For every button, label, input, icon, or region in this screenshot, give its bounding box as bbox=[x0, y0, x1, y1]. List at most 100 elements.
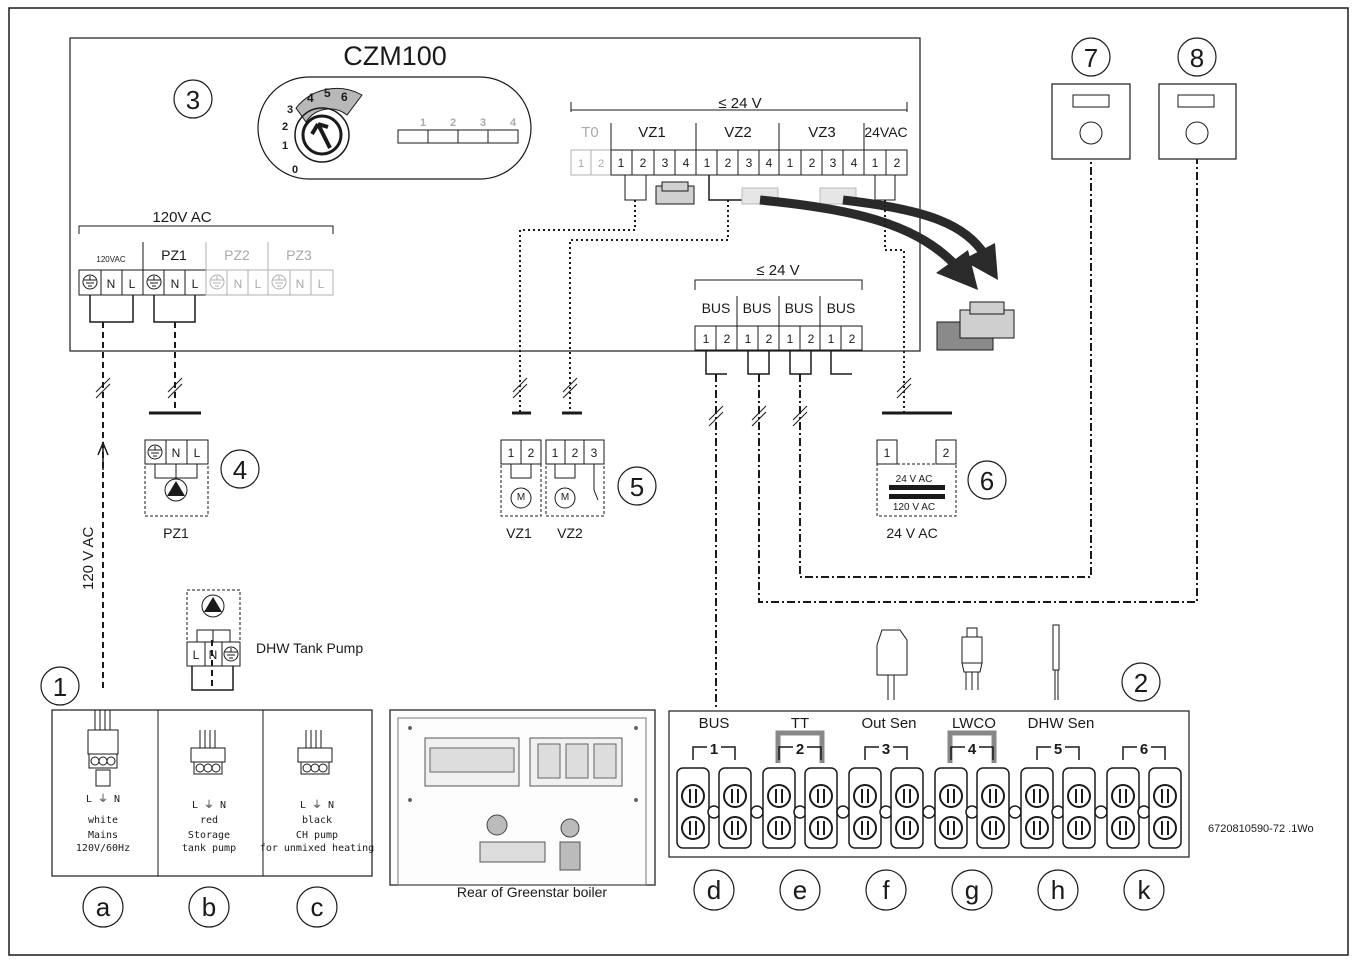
plug-table: 1 L ⏚ N white Mains 120V/60Hz L ⏚ N red … bbox=[40, 666, 374, 877]
screw-terminals bbox=[676, 767, 1182, 849]
svg-text:2: 2 bbox=[282, 121, 288, 133]
svg-text:1: 1 bbox=[710, 741, 718, 758]
screw-icon bbox=[1111, 784, 1135, 808]
svg-text:d: d bbox=[707, 875, 721, 905]
svg-text:PZ1: PZ1 bbox=[163, 525, 189, 541]
screw-slot bbox=[903, 821, 911, 835]
screw-slot bbox=[775, 821, 783, 835]
svg-text:≤ 24 V: ≤ 24 V bbox=[718, 95, 761, 112]
svg-text:L: L bbox=[255, 277, 262, 291]
screw-icon bbox=[895, 816, 919, 840]
ch-pump-plug: L ⏚ N black CH pump for unmixed heating bbox=[260, 730, 374, 854]
screw-icon bbox=[681, 816, 705, 840]
svg-text:4: 4 bbox=[233, 455, 247, 485]
svg-text:6: 6 bbox=[980, 466, 994, 496]
svg-text:TT: TT bbox=[791, 715, 809, 732]
outer-frame bbox=[8, 7, 1349, 956]
svg-text:VZ3: VZ3 bbox=[808, 124, 836, 141]
screw-slot bbox=[1075, 821, 1083, 835]
screw-slot bbox=[1075, 789, 1083, 803]
strip-hole bbox=[1051, 805, 1065, 819]
screw-slot bbox=[1033, 821, 1041, 835]
screw-slot bbox=[817, 789, 825, 803]
svg-text:1: 1 bbox=[787, 332, 794, 346]
svg-text:1: 1 bbox=[884, 446, 891, 460]
screw-icon bbox=[1067, 816, 1091, 840]
strip-hole bbox=[879, 805, 893, 819]
controller-title: CZM100 bbox=[343, 41, 447, 71]
letters-right: d e f g h k bbox=[693, 869, 1165, 911]
rotary-knob-outer bbox=[294, 107, 350, 163]
bus-terminal-block: ≤ 24 V BUS BUS BUS BUS 1 2 1 2 1 2 1 2 bbox=[694, 262, 863, 375]
figure-code: 6720810590-72 .1Wo bbox=[1208, 823, 1314, 835]
rotary-switch-panel: 4 5 6 3 2 1 0 1 2 3 4 bbox=[257, 76, 532, 180]
screw-slot bbox=[1119, 821, 1127, 835]
svg-text:8: 8 bbox=[1190, 43, 1204, 73]
svg-text:1: 1 bbox=[420, 117, 426, 129]
svg-text:1: 1 bbox=[282, 140, 288, 152]
svg-text:b: b bbox=[202, 892, 216, 922]
mains-terminal-block: 120V AC 120VAC PZ1 PZ2 PZ3 N L N L N L N… bbox=[78, 209, 334, 323]
boiler-terminal-strip: BUS TT Out Sen LWCO DHW Sen 1 2 3 4 5 6 bbox=[668, 710, 1190, 858]
svg-text:g: g bbox=[965, 875, 979, 905]
svg-text:h: h bbox=[1051, 875, 1065, 905]
svg-text:24 V AC: 24 V AC bbox=[896, 474, 933, 485]
svg-text:2: 2 bbox=[796, 741, 804, 758]
svg-text:2: 2 bbox=[725, 156, 732, 170]
svg-text:white: white bbox=[88, 815, 118, 826]
ground-icon bbox=[223, 646, 239, 662]
screw-icon bbox=[895, 784, 919, 808]
svg-text:VZ2: VZ2 bbox=[724, 124, 752, 141]
svg-text:4: 4 bbox=[766, 156, 773, 170]
svg-text:2: 2 bbox=[572, 446, 579, 460]
strip-hole bbox=[965, 805, 979, 819]
svg-text:3: 3 bbox=[186, 85, 200, 115]
screw-icon bbox=[939, 784, 963, 808]
strip-hole bbox=[793, 805, 807, 819]
motor-icon bbox=[510, 487, 532, 509]
wire-vz2 bbox=[569, 200, 729, 412]
svg-text:1: 1 bbox=[872, 156, 879, 170]
svg-text:a: a bbox=[96, 892, 111, 922]
svg-text:M: M bbox=[561, 492, 569, 503]
screw-slot bbox=[731, 821, 739, 835]
svg-text:2: 2 bbox=[808, 332, 815, 346]
outdoor-sensor-icon bbox=[876, 629, 908, 700]
screw-slot bbox=[731, 789, 739, 803]
screw-slot bbox=[1161, 789, 1169, 803]
screw-icon bbox=[1025, 816, 1049, 840]
svg-text:3: 3 bbox=[830, 156, 837, 170]
svg-text:BUS: BUS bbox=[702, 300, 731, 316]
vz1-pins: 1 2 3 4 bbox=[618, 150, 697, 175]
zone-valves: 1 2 M VZ1 1 2 3 M VZ2 5 bbox=[500, 411, 657, 541]
dhw-sensor-icon bbox=[1052, 624, 1060, 700]
svg-text:1: 1 bbox=[745, 332, 752, 346]
svg-text:1: 1 bbox=[552, 446, 559, 460]
thermostat-8: 8 bbox=[1158, 37, 1237, 160]
screw-slot bbox=[689, 821, 697, 835]
svg-text:5: 5 bbox=[324, 86, 331, 100]
jumper-g-icon bbox=[947, 730, 997, 763]
pump-icon bbox=[167, 481, 185, 496]
svg-text:2: 2 bbox=[598, 158, 604, 170]
svg-text:N: N bbox=[172, 446, 181, 460]
svg-text:2: 2 bbox=[849, 332, 856, 346]
svg-text:VZ2: VZ2 bbox=[557, 525, 583, 541]
vz2-pins: 1 2 3 4 bbox=[704, 150, 780, 175]
strip-hole bbox=[836, 805, 850, 819]
boiler-rear-illustration: Rear of Greenstar boiler bbox=[389, 709, 656, 900]
svg-text:120V AC: 120V AC bbox=[152, 209, 211, 226]
svg-text:VZ1: VZ1 bbox=[506, 525, 532, 541]
screw-icon bbox=[981, 784, 1005, 808]
strip-hole bbox=[1008, 805, 1022, 819]
strip-hole bbox=[707, 805, 721, 819]
svg-text:L ⏚ N: L ⏚ N bbox=[86, 793, 120, 805]
svg-text:1: 1 bbox=[618, 156, 625, 170]
svg-text:Rear of Greenstar boiler: Rear of Greenstar boiler bbox=[457, 884, 608, 900]
svg-text:M: M bbox=[517, 492, 525, 503]
screw-slot bbox=[989, 821, 997, 835]
lwco-sensor-icon bbox=[961, 627, 983, 690]
svg-text:4: 4 bbox=[307, 91, 314, 105]
svg-text:3: 3 bbox=[480, 117, 486, 129]
sensors: 2 bbox=[876, 624, 1161, 702]
